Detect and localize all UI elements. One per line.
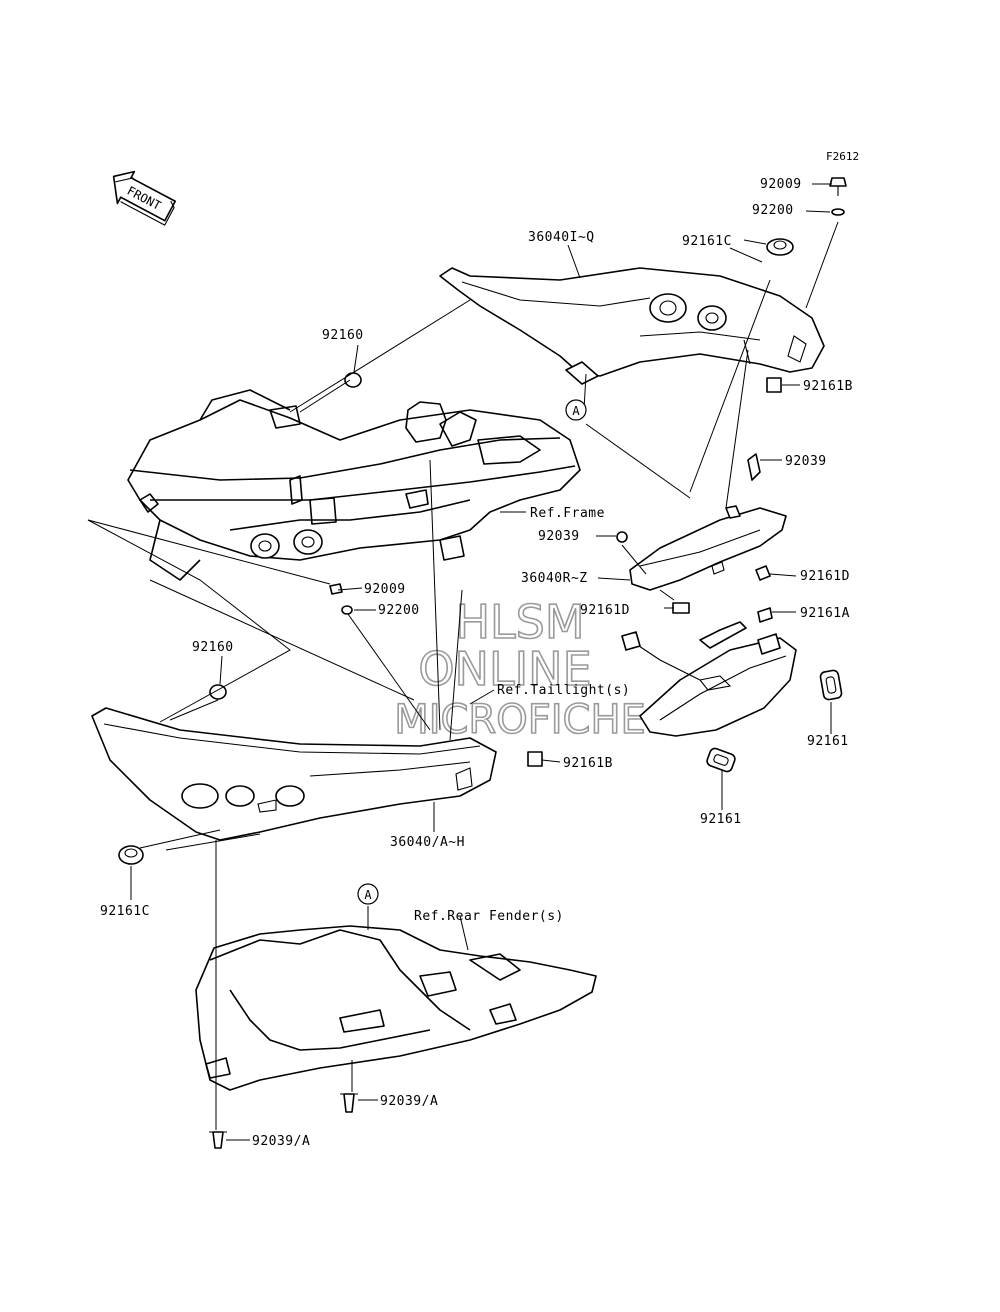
watermark-line1: HLSM	[455, 595, 584, 649]
part-label: 92039	[538, 529, 580, 544]
grommet-icon-92161-right	[819, 669, 843, 701]
part-label: 36040R~Z	[521, 571, 588, 586]
part-label: 92161B	[803, 379, 853, 394]
clip-icon-mid	[616, 531, 628, 543]
clip-icon-92039a-low	[209, 1131, 227, 1149]
part-label: 92161D	[800, 569, 850, 584]
part-label: 92160	[322, 328, 364, 343]
figure-code: F2612	[826, 150, 859, 163]
washer-icon-top	[831, 208, 845, 216]
part-label: 92160	[192, 640, 234, 655]
ref-rear-fender-label: Ref.Rear Fender(s)	[414, 909, 564, 924]
plate-icon-92161b-top	[766, 377, 782, 393]
callout-a-bottom: A	[357, 883, 379, 905]
part-label: 92161A	[800, 606, 850, 621]
part-label: 92161B	[563, 756, 613, 771]
front-arrow-icon: FRONT	[112, 170, 176, 226]
grommet-icon-92161c-low	[118, 845, 144, 865]
part-label: 92009	[364, 582, 406, 597]
ref-frame-label: Ref.Frame	[530, 506, 605, 521]
watermark-line2: ONLINE	[418, 642, 591, 696]
grommet-icon-top	[766, 238, 794, 256]
part-labels: 92009 92200 92161C 36040I~Q 92160 92161B…	[100, 177, 853, 1149]
svg-text:A: A	[572, 404, 580, 418]
plate-icon-92161b-mid	[527, 751, 543, 767]
rear-fender-reference	[195, 925, 597, 1091]
grommet-icon-92160-mid	[209, 684, 227, 700]
callout-a-top: A	[565, 399, 587, 421]
side-cover-right	[439, 267, 825, 385]
part-label: 92161	[807, 734, 849, 749]
plate-icon-92161d-right	[755, 565, 771, 581]
svg-text:A: A	[364, 888, 372, 902]
plate-icon-92161d-mid	[672, 602, 690, 614]
part-label: 92039/A	[380, 1094, 438, 1109]
center-panel	[629, 505, 787, 591]
clip-icon-right	[747, 453, 761, 481]
part-label: 92039/A	[252, 1134, 310, 1149]
part-label: 92161C	[100, 904, 150, 919]
bolt-icon-top	[829, 177, 847, 196]
ref-taillight-label: Ref.Taillight(s)	[497, 683, 630, 698]
grommet-icon-92160-top	[344, 372, 362, 388]
part-label: 92161D	[580, 603, 630, 618]
leader-lines	[87, 183, 839, 1141]
taillight-reference	[621, 621, 797, 737]
grommet-icon-92161-low	[706, 747, 736, 773]
part-label: 36040I~Q	[528, 230, 595, 245]
washer-icon-mid	[341, 605, 353, 615]
side-cover-left	[91, 707, 497, 841]
part-label: 92039	[785, 454, 827, 469]
part-label: 92161C	[682, 234, 732, 249]
part-label: 92009	[760, 177, 802, 192]
bolt-icon-mid	[329, 583, 343, 595]
watermark-line3: MICROFICHE	[394, 697, 646, 743]
watermark: HLSM ONLINE MICROFICHE	[393, 594, 646, 744]
part-label: 92161	[700, 812, 742, 827]
part-label: 92200	[378, 603, 420, 618]
part-label: 36040/A~H	[390, 835, 465, 850]
frame-reference	[127, 389, 581, 581]
reference-labels: Ref.Frame Ref.Taillight(s) Ref.Rear Fend…	[414, 506, 630, 924]
clip-icon-92039a-mid	[340, 1093, 358, 1113]
part-label: 92200	[752, 203, 794, 218]
plate-icon-92161a	[757, 607, 773, 623]
